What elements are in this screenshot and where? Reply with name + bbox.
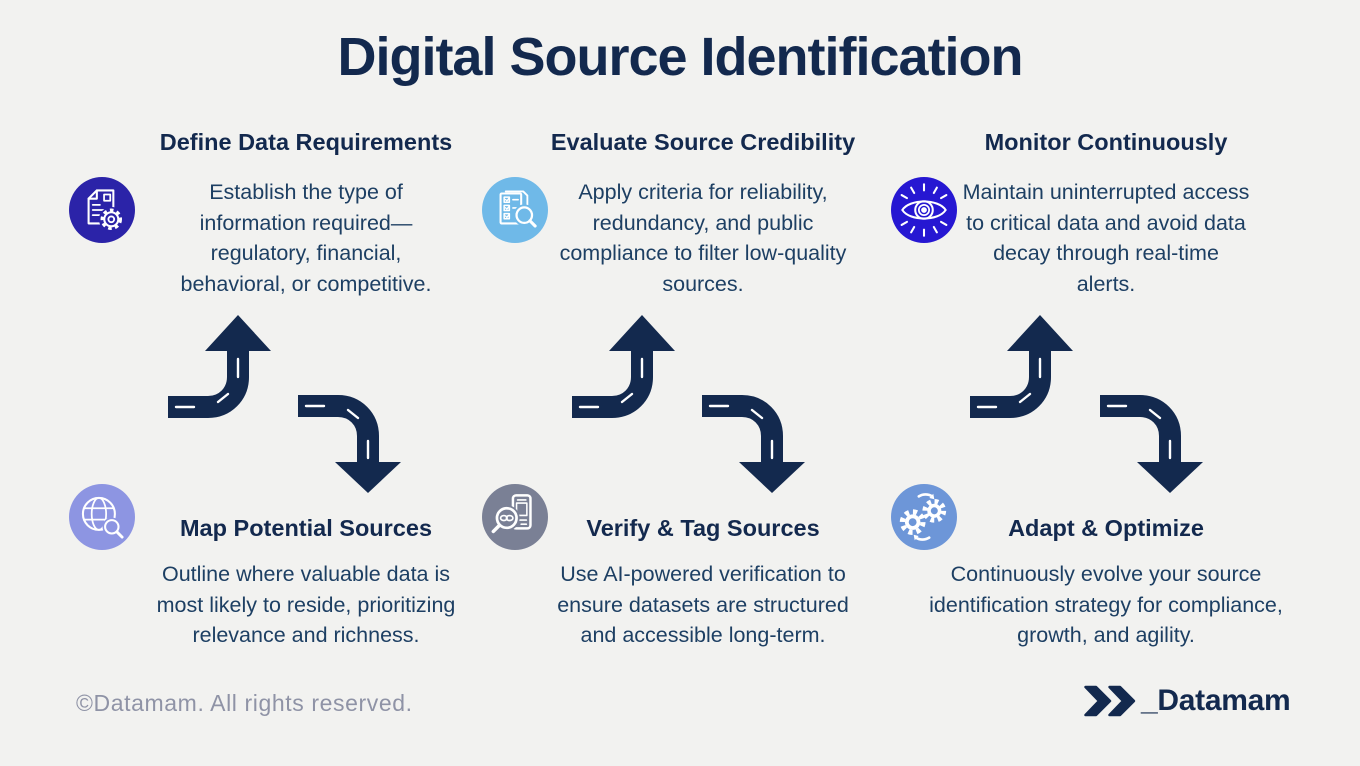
document-gear-icon <box>69 177 135 243</box>
step-description: Outline where valuable data is most like… <box>156 562 456 647</box>
flow-arrows <box>968 313 1208 495</box>
step-title-map-potential-sources: Map Potential Sources <box>179 515 433 541</box>
step-description: Maintain uninterrupted access to critica… <box>962 180 1250 296</box>
page-title: Digital Source Identification <box>337 27 1023 87</box>
curved-arrow-down-icon <box>298 395 401 493</box>
step-description: Establish the type of information requir… <box>180 180 432 296</box>
flow-arrows <box>570 313 810 495</box>
eye-rays-icon <box>891 177 957 243</box>
flow-arrows <box>166 313 406 495</box>
brand-logo: _Datamam <box>1084 683 1291 719</box>
curved-arrow-down-icon <box>702 395 805 493</box>
gears-sync-icon <box>891 484 957 550</box>
step-title-define-data-requirements: Define Data Requirements <box>159 129 453 155</box>
step-description: Use AI-powered verification to ensure da… <box>557 562 849 647</box>
step-title-monitor-continuously: Monitor Continuously <box>984 129 1228 155</box>
curved-arrow-up-icon <box>168 315 271 418</box>
copyright-text: ©Datamam. All rights reserved. <box>76 690 413 716</box>
curved-arrow-down-icon <box>1100 395 1203 493</box>
step-description: Continuously evolve your source identifi… <box>929 562 1283 647</box>
curved-arrow-up-icon <box>970 315 1073 418</box>
checklist-magnifier-icon <box>482 177 548 243</box>
step-title-verify-tag-sources: Verify & Tag Sources <box>586 515 820 541</box>
double-chevron-icon <box>1084 685 1136 717</box>
globe-magnifier-icon <box>69 484 135 550</box>
phone-link-magnifier-icon <box>482 484 548 550</box>
step-title-evaluate-source-credibility: Evaluate Source Credibility <box>550 129 856 155</box>
gear-right <box>922 498 947 523</box>
gear-left <box>899 509 926 536</box>
step-description: Apply criteria for reliability, redundan… <box>559 180 847 296</box>
brand-name: _Datamam <box>1141 684 1291 717</box>
curved-arrow-up-icon <box>572 315 675 418</box>
step-title-adapt-optimize: Adapt & Optimize <box>1008 515 1204 541</box>
